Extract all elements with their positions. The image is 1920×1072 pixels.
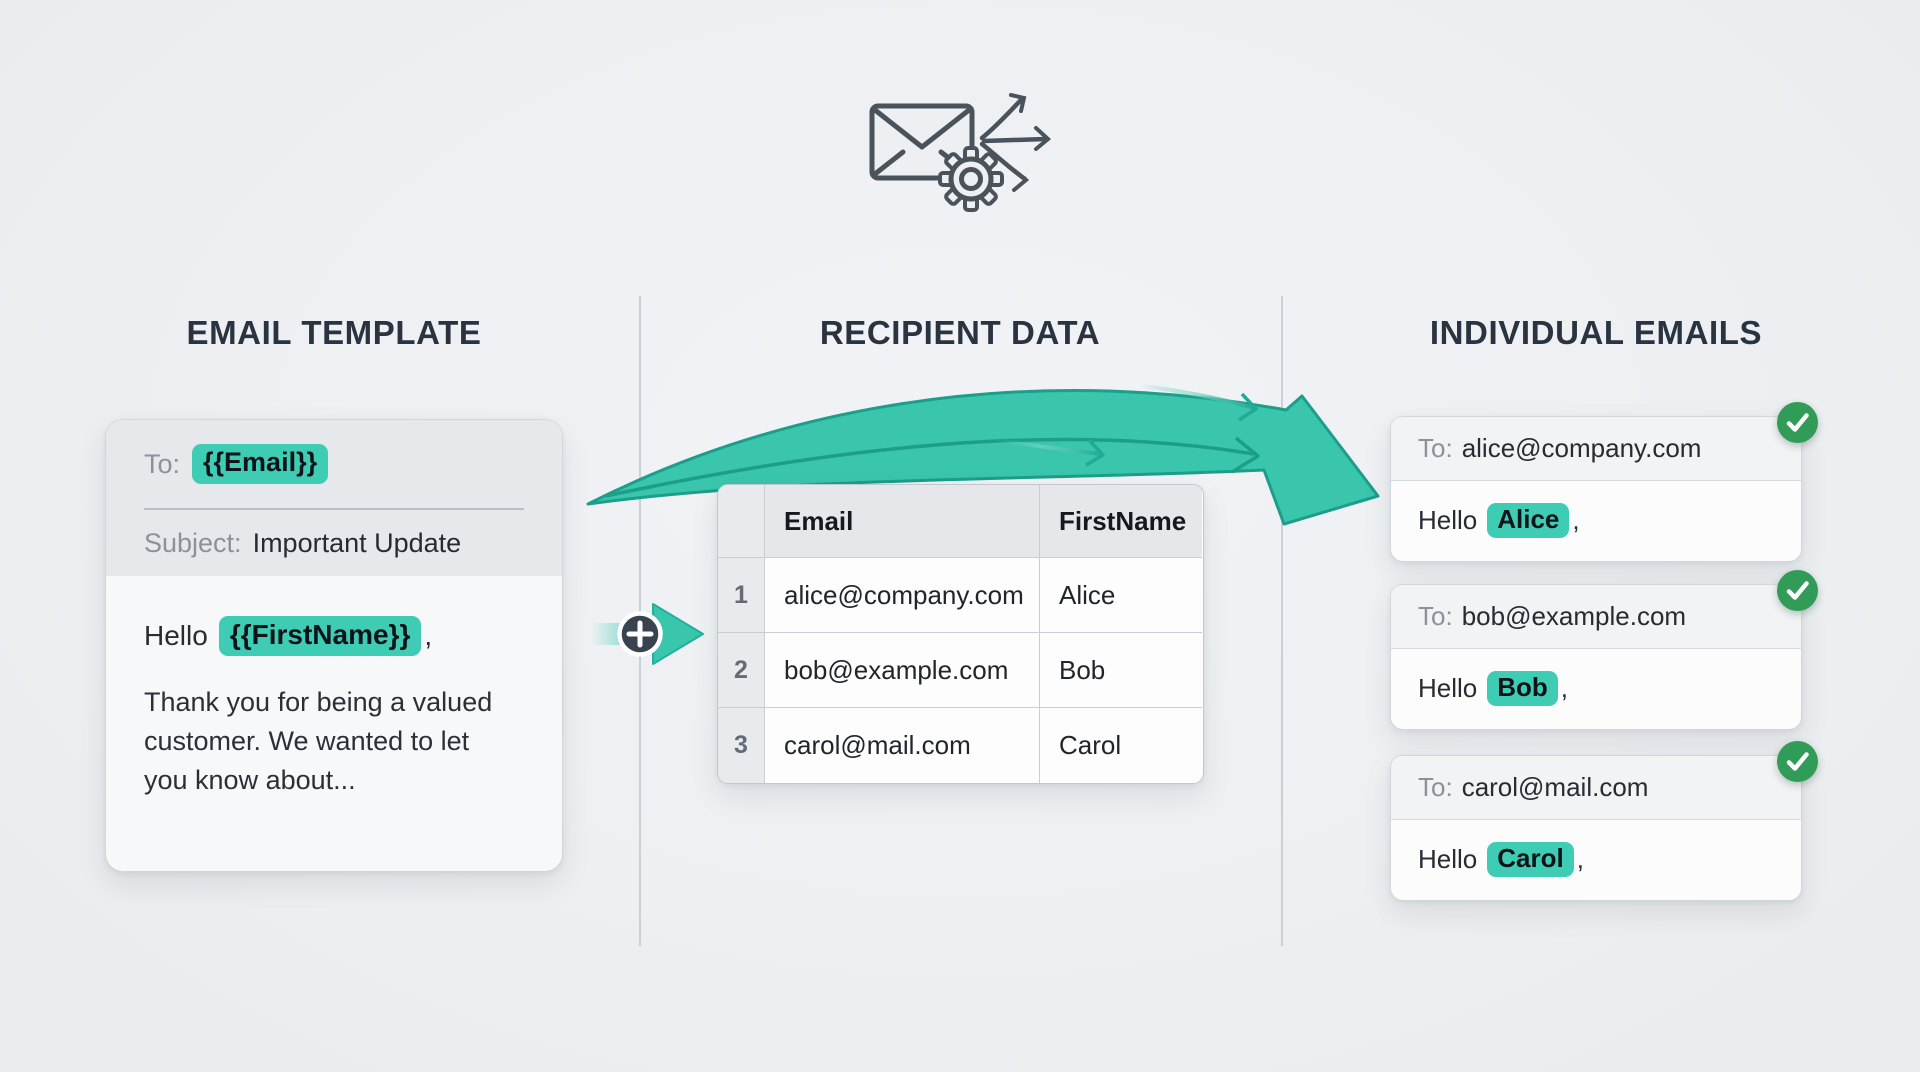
output-email-card: To: carol@mail.com Hello Carol , [1390, 741, 1818, 901]
cell-firstname: Alice [1040, 558, 1202, 633]
firstname-variable-chip: {{FirstName}} [218, 616, 422, 657]
divider-right [1281, 296, 1283, 946]
template-body-text: Thank you for being a valued customer. W… [144, 683, 524, 800]
email-to-row: To: alice@company.com [1391, 417, 1801, 481]
to-value: bob@example.com [1461, 601, 1687, 631]
cell-firstname: Bob [1040, 633, 1202, 708]
to-label: To: [1418, 433, 1453, 463]
greeting-suffix: , [1576, 843, 1584, 874]
to-label: To: [1418, 601, 1453, 631]
greeting-suffix: , [1572, 504, 1580, 535]
body-line: you know about... [144, 765, 356, 796]
subject-label: Subject: [144, 527, 242, 558]
to-label: To: [1418, 772, 1453, 802]
cell-email: bob@example.com [765, 633, 1040, 708]
row-number: 3 [718, 708, 765, 783]
template-subject-row: Subject: Important Update [144, 510, 524, 576]
output-email-card: To: alice@company.com Hello Alice , [1390, 402, 1818, 562]
success-badge [1777, 402, 1818, 443]
output-email-card: To: bob@example.com Hello Bob , [1390, 570, 1818, 730]
template-card-body: Hello {{FirstName}} , Thank you for bein… [106, 576, 562, 800]
check-icon [1786, 581, 1809, 600]
table-corner-cell [718, 485, 765, 558]
output-heading: INDIVIDUAL EMAILS [1429, 314, 1763, 351]
column-header-email: Email [765, 485, 1040, 558]
merge-plus-connector [591, 603, 704, 665]
merged-name-chip: Alice [1487, 502, 1570, 539]
gear-icon [938, 146, 1004, 212]
email-to-row: To: carol@mail.com [1391, 756, 1801, 820]
to-value: carol@mail.com [1461, 772, 1649, 802]
body-line: Thank you for being a valued [144, 687, 493, 718]
email-variable-chip: {{Email}} [192, 444, 329, 484]
recipient-table: Email FirstName 1 alice@company.com Alic… [717, 484, 1204, 784]
merged-name-chip: Carol [1487, 841, 1574, 878]
subject-value: Important Update [252, 527, 462, 558]
to-value: alice@company.com [1461, 433, 1702, 463]
template-to-row: To: {{Email}} [144, 420, 524, 510]
to-label: To: [144, 448, 181, 479]
cell-firstname: Carol [1040, 708, 1202, 783]
greeting-prefix: Hello [144, 620, 208, 652]
email-template-card: To: {{Email}} Subject: Important Update … [105, 419, 563, 872]
greeting-prefix: Hello [1418, 843, 1478, 874]
cell-email: carol@mail.com [765, 708, 1040, 783]
mail-merge-icon [869, 93, 1052, 212]
greeting-suffix: , [1560, 672, 1569, 703]
merged-name-chip: Bob [1487, 670, 1558, 707]
column-header-firstname: FirstName [1040, 485, 1202, 558]
success-badge [1777, 741, 1818, 782]
recipients-heading: RECIPIENT DATA [819, 314, 1101, 351]
template-greeting: Hello {{FirstName}} , [144, 616, 524, 657]
row-number: 2 [718, 633, 765, 708]
check-icon [1786, 752, 1809, 771]
greeting-prefix: Hello [1418, 672, 1478, 703]
success-badge [1777, 570, 1818, 611]
template-card-header: To: {{Email}} Subject: Important Update [106, 420, 562, 576]
email-body: Hello Bob , [1391, 649, 1801, 728]
greeting-suffix: , [424, 620, 433, 652]
email-to-row: To: bob@example.com [1391, 585, 1801, 649]
email-body: Hello Carol , [1391, 820, 1801, 899]
template-heading: EMAIL TEMPLATE [186, 314, 482, 351]
email-body: Hello Alice , [1391, 481, 1801, 560]
check-icon [1786, 413, 1809, 432]
row-number: 1 [718, 558, 765, 633]
greeting-prefix: Hello [1418, 504, 1478, 535]
cell-email: alice@company.com [765, 558, 1040, 633]
body-line: customer. We wanted to let [144, 726, 470, 757]
